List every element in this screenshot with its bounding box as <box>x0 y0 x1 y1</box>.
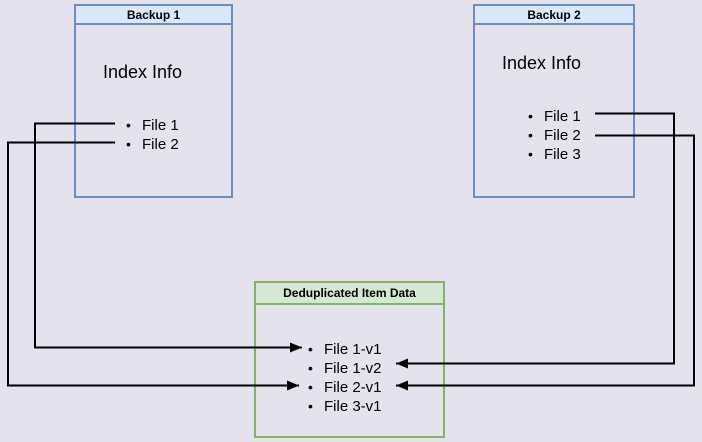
backup2-file-item: • File 2 <box>528 126 581 145</box>
dedup-file-item-label: File 1-v2 <box>324 360 382 377</box>
bullet-icon: • <box>126 136 131 152</box>
dedup-box: Deduplicated Item Data • File 1-v1 • File 1… <box>254 281 445 438</box>
backup2-file-list: • File 1 • File 2 • File 3 <box>528 107 581 164</box>
backup2-file-item-label: File 2 <box>544 127 581 144</box>
backup2-file-item: • File 3 <box>528 145 581 164</box>
backup2-file-item: • File 1 <box>528 107 581 126</box>
backup2-title: Backup 2 <box>527 7 581 22</box>
bullet-icon: • <box>308 398 313 414</box>
dedup-file-item-label: File 1-v1 <box>324 341 382 358</box>
backup2-titlebar: Backup 2 <box>475 6 633 25</box>
dedup-titlebar: Deduplicated Item Data <box>256 283 443 305</box>
bullet-icon: • <box>528 108 533 124</box>
dedup-title: Deduplicated Item Data <box>283 286 416 300</box>
backup2-file-item-label: File 3 <box>544 146 581 163</box>
dedup-file-item: • File 1-v2 <box>308 359 382 378</box>
backup2-index-info-label: Index Info <box>502 53 582 73</box>
dedup-file-item: • File 1-v1 <box>308 340 382 359</box>
backup1-titlebar: Backup 1 <box>76 6 231 25</box>
bullet-icon: • <box>308 360 313 376</box>
dedup-file-item: • File 2-v1 <box>308 378 382 397</box>
backup1-index-info-label: Index Info <box>103 62 183 82</box>
backup2-file-item-label: File 1 <box>544 108 581 125</box>
bullet-icon: • <box>528 146 533 162</box>
backup1-file-list: • File 1 • File 2 <box>126 116 179 154</box>
backup2-box: Backup 2 Index Info • File 1 • File 2 • File … <box>473 4 635 198</box>
bullet-icon: • <box>308 341 313 357</box>
dedup-file-item-label: File 2-v1 <box>324 379 382 396</box>
bullet-icon: • <box>126 117 131 133</box>
backup1-file-item: • File 1 <box>126 116 179 135</box>
bullet-icon: • <box>528 127 533 143</box>
dedup-file-item: • File 3-v1 <box>308 397 382 416</box>
backup1-file-item-label: File 1 <box>142 117 179 134</box>
backup1-file-item-label: File 2 <box>142 136 179 153</box>
bullet-icon: • <box>308 379 313 395</box>
backup1-title: Backup 1 <box>126 7 181 22</box>
backup1-file-item: • File 2 <box>126 135 179 154</box>
backup1-box: Backup 1 Index Info • File 1 • File 2 <box>74 4 233 198</box>
dedup-file-list: • File 1-v1 • File 1-v2 • File 2-v1 • File 3-v1 <box>308 340 382 416</box>
dedup-file-item-label: File 3-v1 <box>324 398 382 415</box>
